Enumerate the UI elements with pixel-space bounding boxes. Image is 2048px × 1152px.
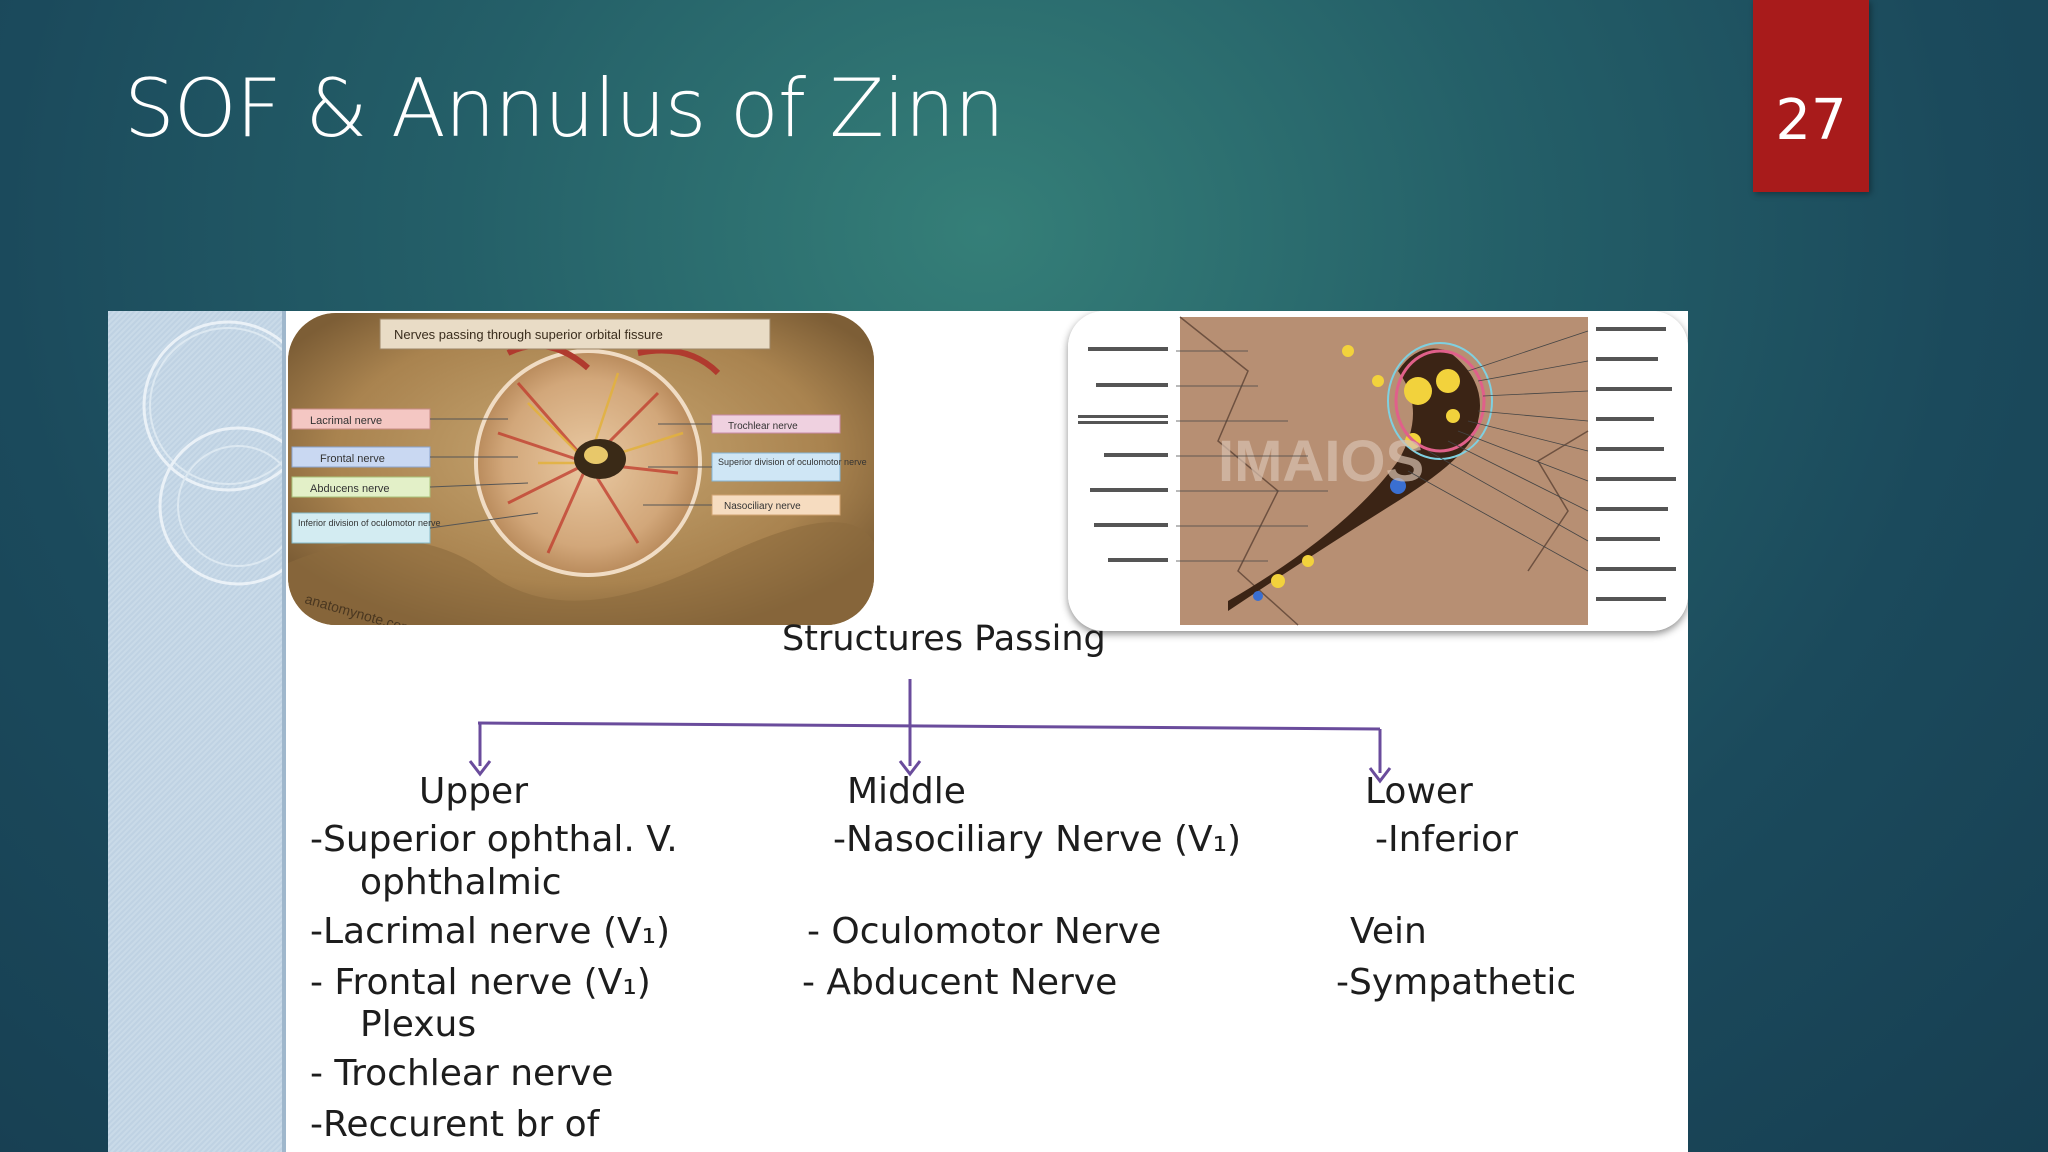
decorative-sidebar: [108, 311, 318, 1152]
upper-heading: Upper: [419, 771, 529, 812]
upper-item: ophthalmic: [360, 862, 562, 903]
page-number-badge: 27: [1753, 0, 1869, 192]
slide-title: SOF & Annulus of Zinn: [124, 62, 1005, 155]
label-superior-oculomotor: Superior division of oculomotor nerve: [718, 457, 867, 467]
embedded-figure: Nerves passing through superior orbital …: [108, 311, 1688, 1152]
lower-item: -Inferior: [1375, 819, 1518, 860]
decorative-rings: [142, 320, 318, 586]
label-nasociliary-nerve: Nasociliary nerve: [724, 501, 801, 512]
lower-item: -Sympathetic: [1336, 962, 1577, 1003]
upper-item: Plexus: [360, 1004, 477, 1045]
middle-item: - Abducent Nerve: [802, 962, 1118, 1003]
upper-item: - Trochlear nerve: [310, 1053, 614, 1094]
label-trochlear-nerve: Trochlear nerve: [728, 421, 798, 432]
lower-item: Vein: [1350, 911, 1427, 952]
upper-item: -Lacrimal nerve (V₁): [310, 911, 671, 952]
illustration-caption: Nerves passing through superior orbital …: [394, 327, 663, 342]
lower-heading: Lower: [1365, 771, 1473, 812]
upper-item: -Reccurent br of: [310, 1104, 600, 1145]
orbit-illustration: Nerves passing through superior orbital …: [288, 313, 874, 625]
upper-item: - Frontal nerve (V₁): [310, 962, 651, 1003]
label-inferior-oculomotor: Inferior division of oculomotor nerve: [298, 518, 441, 528]
label-frontal-nerve: Frontal nerve: [320, 453, 385, 465]
illustration-watermark-right: IMAIOS: [1218, 429, 1424, 494]
page-number: 27: [1775, 88, 1847, 153]
label-lacrimal-nerve: Lacrimal nerve: [310, 415, 382, 427]
upper-item: -Superior ophthal. V.: [310, 819, 678, 860]
middle-item: -Nasociliary Nerve (V₁): [833, 819, 1242, 860]
diagram-root-label: Structures Passing: [782, 619, 1106, 659]
label-abducens-nerve: Abducens nerve: [310, 483, 390, 495]
middle-item: - Oculomotor Nerve: [807, 911, 1162, 952]
fissure-cross-section-illustration: IMAIOS: [1068, 311, 1688, 631]
middle-heading: Middle: [847, 771, 966, 812]
